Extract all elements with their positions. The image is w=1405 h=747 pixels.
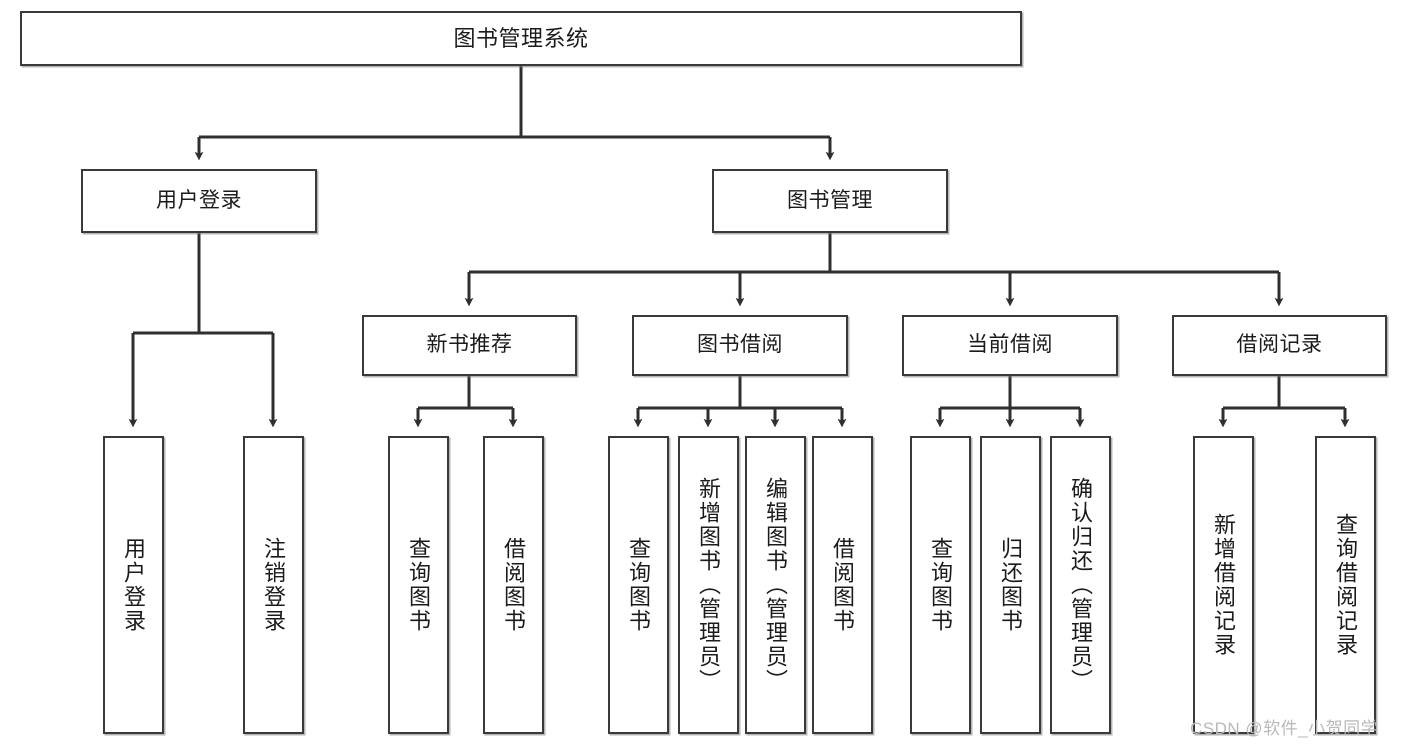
node-book-borrow-label: 图书借阅 bbox=[697, 333, 783, 357]
node-leaf-query-book-1[interactable]: 查询图书 bbox=[388, 436, 449, 734]
node-leaf-edit-book[interactable]: 编辑图书（管理员） bbox=[745, 436, 806, 734]
node-leaf-add-borrow-record[interactable]: 新增借阅记录 bbox=[1193, 436, 1254, 734]
node-leaf-query-book-3[interactable]: 查询图书 bbox=[910, 436, 971, 734]
node-leaf-query-book-1-label: 查询图书 bbox=[406, 537, 432, 633]
node-leaf-borrow-book-1-label: 借阅图书 bbox=[501, 537, 527, 633]
node-leaf-borrow-book-1[interactable]: 借阅图书 bbox=[483, 436, 544, 734]
node-leaf-query-book-2[interactable]: 查询图书 bbox=[608, 436, 669, 734]
node-leaf-query-borrow-record-label: 查询借阅记录 bbox=[1333, 513, 1359, 657]
node-current-borrow[interactable]: 当前借阅 bbox=[902, 315, 1118, 376]
node-root[interactable]: 图书管理系统 bbox=[20, 11, 1022, 66]
node-leaf-add-book[interactable]: 新增图书（管理员） bbox=[678, 436, 739, 734]
node-leaf-user-login[interactable]: 用户登录 bbox=[103, 436, 164, 734]
node-borrow-record-label: 借阅记录 bbox=[1236, 333, 1323, 357]
node-leaf-borrow-book-2-label: 借阅图书 bbox=[830, 537, 856, 633]
node-leaf-query-book-2-label: 查询图书 bbox=[626, 537, 652, 633]
node-leaf-return-book-label: 归还图书 bbox=[998, 537, 1024, 633]
node-user-login-label: 用户登录 bbox=[156, 188, 242, 212]
node-book-management-label: 图书管理 bbox=[787, 188, 873, 212]
node-leaf-add-book-label: 新增图书（管理员） bbox=[696, 477, 722, 693]
node-leaf-query-book-3-label: 查询图书 bbox=[928, 537, 954, 633]
node-leaf-confirm-return-label: 确认归还（管理员） bbox=[1068, 477, 1094, 693]
node-new-book-recommend-label: 新书推荐 bbox=[426, 333, 513, 357]
node-book-borrow[interactable]: 图书借阅 bbox=[632, 315, 848, 376]
node-leaf-query-borrow-record[interactable]: 查询借阅记录 bbox=[1315, 436, 1376, 734]
node-borrow-record[interactable]: 借阅记录 bbox=[1172, 315, 1387, 376]
node-leaf-edit-book-label: 编辑图书（管理员） bbox=[763, 477, 789, 693]
node-root-label: 图书管理系统 bbox=[453, 25, 589, 51]
node-leaf-logout-login-label: 注销登录 bbox=[261, 537, 287, 633]
node-leaf-return-book[interactable]: 归还图书 bbox=[980, 436, 1041, 734]
node-leaf-confirm-return[interactable]: 确认归还（管理员） bbox=[1050, 436, 1111, 734]
node-new-book-recommend[interactable]: 新书推荐 bbox=[362, 315, 577, 376]
node-leaf-add-borrow-record-label: 新增借阅记录 bbox=[1211, 513, 1237, 657]
node-user-login[interactable]: 用户登录 bbox=[81, 169, 317, 233]
node-current-borrow-label: 当前借阅 bbox=[967, 333, 1053, 357]
node-leaf-borrow-book-2[interactable]: 借阅图书 bbox=[812, 436, 873, 734]
node-leaf-logout-login[interactable]: 注销登录 bbox=[243, 436, 304, 734]
node-book-management[interactable]: 图书管理 bbox=[712, 169, 948, 233]
node-leaf-user-login-label: 用户登录 bbox=[121, 537, 147, 633]
